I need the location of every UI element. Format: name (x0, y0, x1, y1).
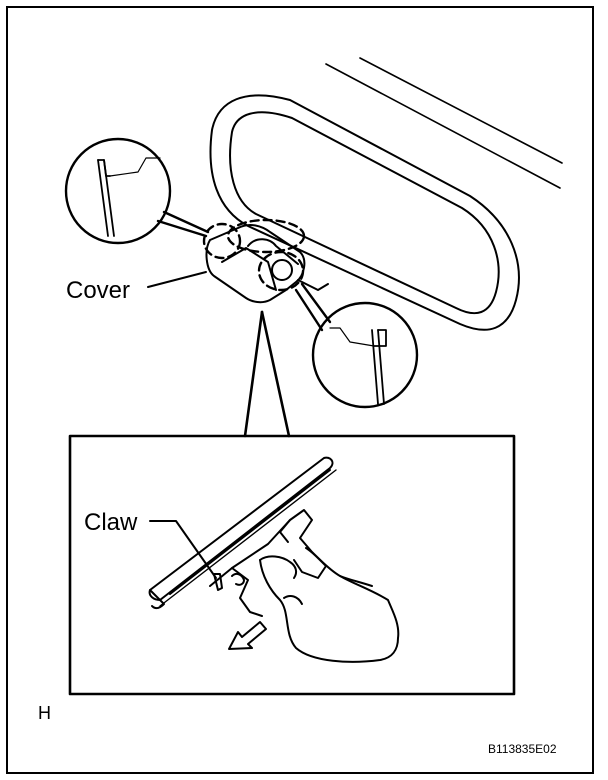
claw-leader-line (149, 520, 217, 579)
corner-letter: H (38, 703, 51, 723)
detail-callout-right (294, 282, 419, 409)
removal-direction-arrow-icon (228, 621, 267, 650)
zoom-connector (243, 310, 291, 438)
zoom-detail-box (68, 434, 516, 696)
claw-label: Claw (84, 509, 138, 536)
figure-frame (6, 6, 594, 774)
figure-code: B113835E02 (488, 742, 557, 756)
claw-highlight-circles (202, 218, 306, 292)
zoom-mirror-edge (148, 456, 337, 610)
cover-leader-line (147, 271, 207, 288)
mirror-cover-part (205, 224, 329, 304)
zoom-cover-part (209, 509, 327, 617)
claw-detail (213, 572, 245, 591)
detail-callout-left (64, 137, 210, 245)
cover-label: Cover (66, 277, 130, 304)
windshield-lines (325, 57, 563, 189)
hand-illustration (259, 547, 400, 663)
rear-view-mirror (209, 94, 520, 331)
